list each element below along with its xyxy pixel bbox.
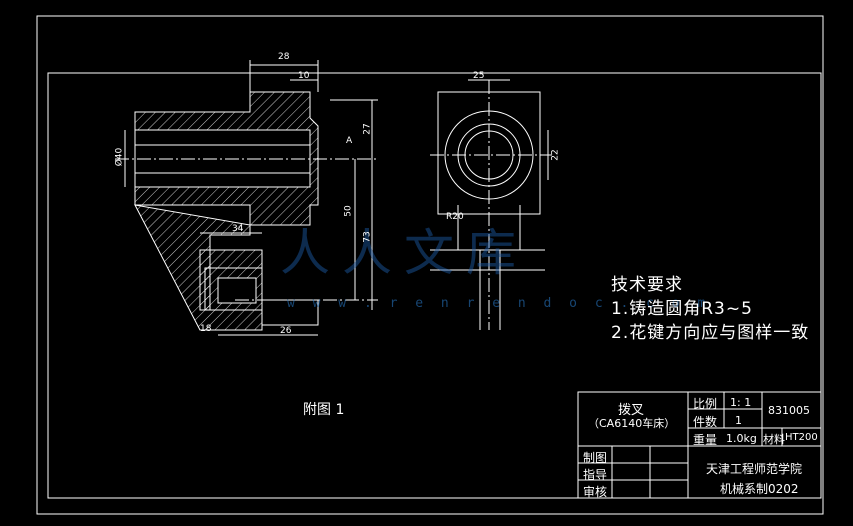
material-value: HT200 xyxy=(785,432,818,443)
dim-34: 34 xyxy=(232,224,244,234)
dim-18: 18 xyxy=(200,324,212,334)
qty-value: 1 xyxy=(735,414,742,427)
end-view xyxy=(430,79,552,330)
drawn-label: 制图 xyxy=(583,451,608,465)
dim-25: 25 xyxy=(473,71,485,81)
watermark-url: w w w . r e n r e n d o c . c o m xyxy=(287,296,711,311)
datum-a: A xyxy=(346,136,353,146)
dim-27: 27 xyxy=(362,123,373,135)
dim-r20: R20 xyxy=(446,212,464,222)
dim-50: 50 xyxy=(343,205,354,217)
scale-value: 1: 1 xyxy=(730,396,752,409)
dim-22: 22 xyxy=(550,149,561,161)
review-label: 审核 xyxy=(583,485,608,499)
watermark-cn: 人人文库 xyxy=(280,224,528,282)
part-name: 拨叉 xyxy=(618,403,645,418)
dim-28: 28 xyxy=(278,52,290,62)
outer-frame xyxy=(36,15,824,515)
dim-73: 73 xyxy=(362,231,373,243)
tech-req-2: 2.花键方向应与图样一致 xyxy=(611,323,810,343)
title-block xyxy=(577,391,822,499)
section-view xyxy=(115,60,378,336)
weight-value: 1.0kg xyxy=(726,432,757,445)
class-name: 机械系制0202 xyxy=(720,482,799,496)
inner-frame xyxy=(47,72,822,499)
guide-label: 指导 xyxy=(583,468,608,482)
material-label: 材料 xyxy=(763,433,785,446)
tech-req-1: 1.铸造圆角R3~5 xyxy=(611,299,753,319)
tech-req-title: 技术要求 xyxy=(611,275,683,295)
dim-26: 26 xyxy=(280,326,292,336)
qty-label: 件数 xyxy=(693,415,718,429)
weight-label: 重量 xyxy=(693,433,718,447)
figure-label: 附图 1 xyxy=(303,402,345,418)
school-name: 天津工程师范学院 xyxy=(706,462,803,476)
dim-10: 10 xyxy=(298,71,310,81)
machine-name: （CA6140车床） xyxy=(588,417,676,430)
drawing-no: 831005 xyxy=(768,404,810,417)
scale-label: 比例 xyxy=(693,397,718,411)
dim-d40: Ø40 xyxy=(114,147,125,167)
